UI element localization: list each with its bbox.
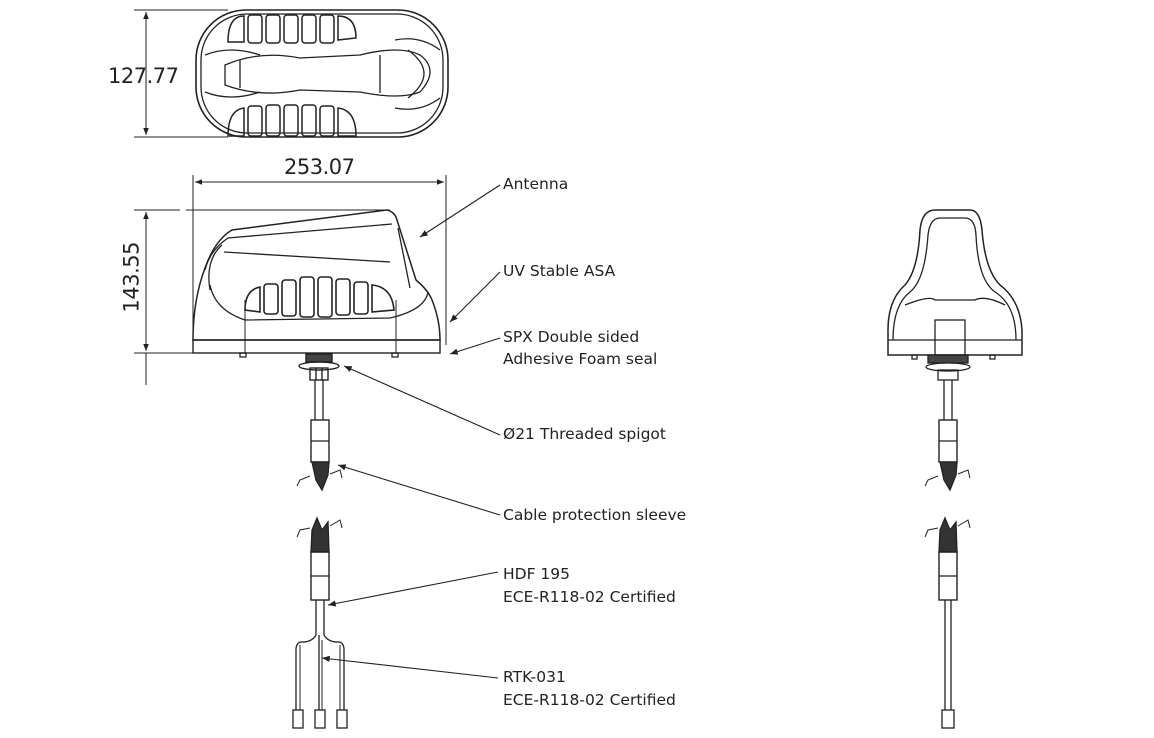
- leader-lines: [321, 184, 501, 679]
- height-dimension: 143.55: [119, 242, 144, 313]
- callout-antenna: Antenna: [503, 175, 569, 193]
- top-view: [134, 9, 449, 138]
- depth-dimension: 127.77: [108, 64, 179, 88]
- cable-lower: [292, 516, 348, 729]
- callout-cable-line2: ECE-R118-02 Certified: [503, 588, 676, 606]
- callout-cable-line1: HDF 195: [503, 565, 571, 583]
- callout-housing: UV Stable ASA: [503, 262, 616, 280]
- callout-tails-line1: RTK-031: [503, 668, 566, 686]
- width-dimension: 253.07: [284, 155, 355, 179]
- callout-seal-line1: SPX Double sided: [503, 328, 640, 346]
- end-view: [887, 209, 1023, 729]
- callout-sleeve: Cable protection sleeve: [503, 506, 687, 524]
- callout-spigot: Ø21 Threaded spigot: [503, 425, 666, 443]
- cable-upper: [296, 380, 343, 492]
- side-view: [134, 175, 501, 729]
- spigot: [298, 353, 340, 381]
- top-vents: [227, 14, 357, 137]
- callout-tails-line2: ECE-R118-02 Certified: [503, 691, 676, 709]
- side-vents: [244, 276, 395, 318]
- callout-seal-line2: Adhesive Foam seal: [503, 350, 658, 368]
